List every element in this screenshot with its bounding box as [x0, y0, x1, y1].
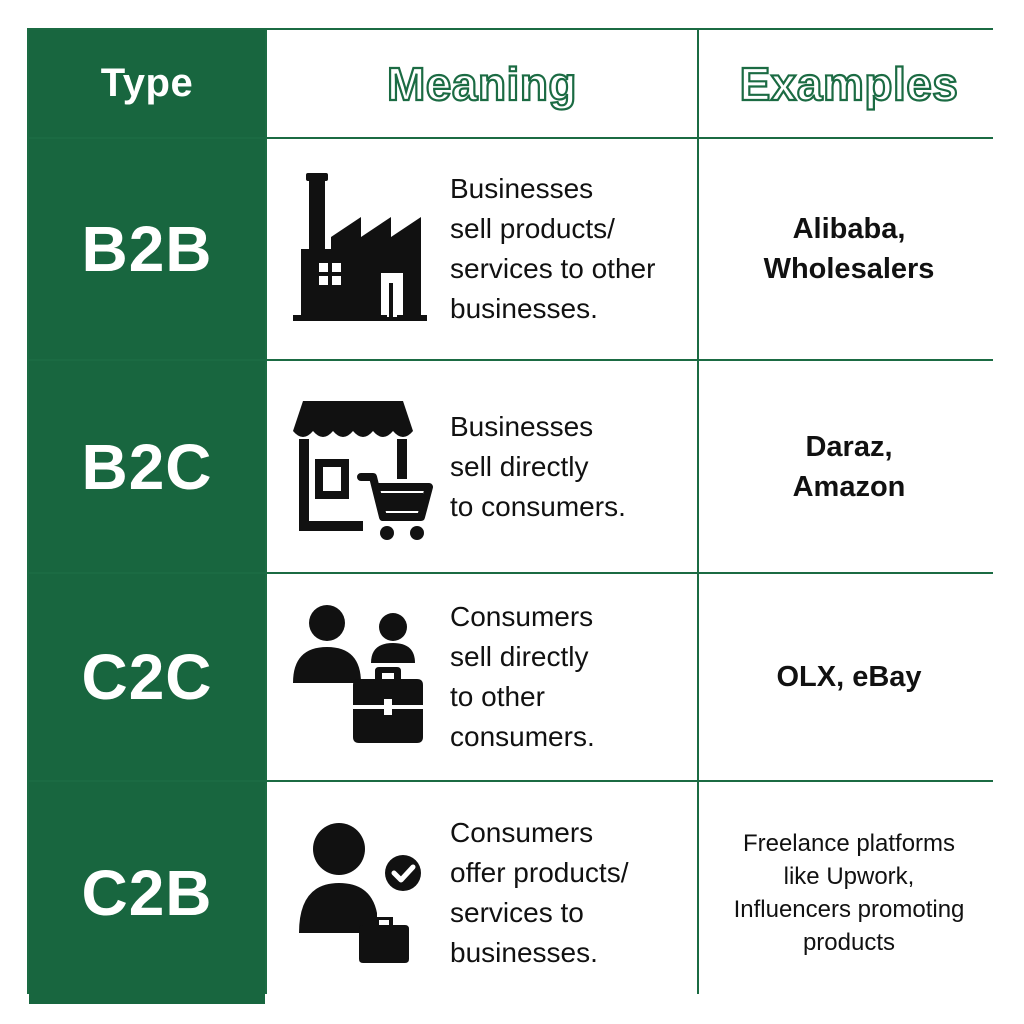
header-examples: Examples [699, 30, 999, 137]
header-meaning-label: Meaning [386, 56, 578, 110]
meaning-text: Businesses sell directly to consumers. [450, 410, 626, 522]
meaning-text: Consumers offer products/ services to bu… [450, 817, 629, 968]
row-c2c-type: C2C [29, 574, 265, 780]
row-c2b-type: C2B [29, 782, 265, 1004]
type-code: C2C [81, 641, 213, 713]
type-code: B2C [81, 430, 213, 503]
examples-text: Daraz, Amazon [792, 430, 906, 503]
header-examples-label: Examples [738, 56, 959, 110]
examples-text: Alibaba, Wholesalers [763, 213, 935, 285]
examples-text: OLX, eBay [776, 661, 922, 693]
examples-text: Freelance platforms like Upwork, Influen… [733, 830, 965, 956]
row-b2b-examples: Alibaba, Wholesalers [699, 139, 999, 359]
row-b2b-meaning: Businesses sell products/ services to ot… [267, 139, 697, 359]
factory-icon [293, 173, 427, 321]
row-b2c-meaning: Businesses sell directly to consumers. [267, 361, 697, 572]
row-c2b-meaning: Consumers offer products/ services to bu… [267, 782, 697, 1004]
row-c2c-meaning: Consumers sell directly to other consume… [267, 574, 697, 780]
people-briefcase-icon [293, 605, 423, 743]
store-cart-icon [293, 400, 433, 540]
meaning-text: Consumers sell directly to other consume… [450, 601, 595, 752]
row-b2b-type: B2B [29, 139, 265, 359]
row-c2c-examples: OLX, eBay [699, 574, 999, 780]
type-code: B2B [81, 213, 213, 285]
header-type-label: Type [100, 61, 194, 105]
row-b2c-examples: Daraz, Amazon [699, 361, 999, 572]
business-models-table: Type Meaning Examples B2B [27, 28, 999, 1004]
header-type: Type [29, 30, 265, 137]
type-code: C2B [81, 857, 213, 929]
meaning-text: Businesses sell products/ services to ot… [450, 173, 656, 324]
row-c2b-examples: Freelance platforms like Upwork, Influen… [699, 782, 999, 1004]
header-meaning: Meaning [267, 30, 697, 137]
person-check-icon [299, 823, 421, 963]
row-b2c-type: B2C [29, 361, 265, 572]
